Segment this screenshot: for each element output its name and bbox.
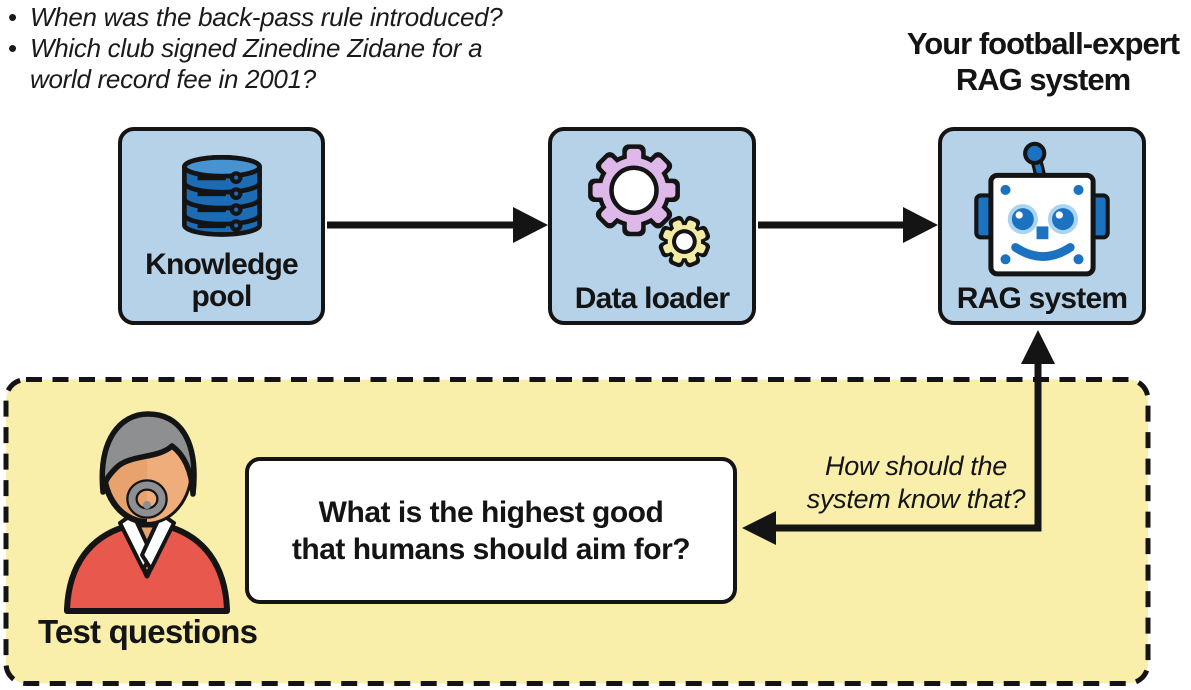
- node-rag-system: RAG system: [938, 127, 1146, 325]
- diagram-title: Your football-expert RAG system: [886, 26, 1191, 98]
- example-question-item: • When was the back-pass rule introduced…: [8, 2, 536, 33]
- robot-mouth: [1011, 243, 1075, 261]
- user-avatar: [64, 411, 230, 614]
- node-label: Knowledge pool: [145, 248, 299, 313]
- diagram-title-line: RAG system: [955, 62, 1131, 97]
- bubble-line: that humans should aim for?: [291, 532, 691, 566]
- node-data-loader: Data loader: [548, 127, 756, 325]
- example-question-text: When was the back-pass rule introduced?: [30, 2, 503, 32]
- arrow-knowledge-to-loader: [327, 207, 548, 243]
- diagram-title-line: Your football-expert: [906, 26, 1180, 61]
- node-label: RAG system: [956, 282, 1128, 315]
- reaction-line: system know that?: [806, 484, 1026, 514]
- database-icon: [181, 155, 262, 237]
- bullet-icon: •: [8, 33, 17, 63]
- example-question-item: • Which club signed Zinedine Zidane for …: [8, 33, 536, 95]
- robot-eyes: [1007, 204, 1079, 235]
- bubble-line: What is the highest good: [318, 495, 664, 529]
- test-panel-label: Test questions: [38, 613, 258, 650]
- antenna-ball: [1023, 141, 1047, 166]
- node-label: Data loader: [574, 282, 730, 315]
- system-reaction-text: How should the system know that?: [796, 450, 1036, 516]
- node-knowledge-pool: Knowledge pool: [118, 127, 325, 325]
- gear-small: [658, 215, 711, 268]
- question-bubble: What is the highest good that humans sho…: [245, 457, 737, 604]
- arrow-loader-to-rag: [758, 207, 938, 243]
- question-bubble-text: What is the highest good that humans sho…: [291, 494, 691, 568]
- robot-nose: [1036, 226, 1049, 240]
- gear-large: [588, 144, 680, 237]
- bullet-icon: •: [8, 2, 17, 32]
- example-questions-list: • When was the back-pass rule introduced…: [8, 2, 536, 95]
- example-question-text: Which club signed Zinedine Zidane for a …: [30, 33, 483, 94]
- robot-icon: [974, 141, 1110, 277]
- reaction-line: How should the: [825, 451, 1007, 481]
- gears-icon: [588, 144, 711, 268]
